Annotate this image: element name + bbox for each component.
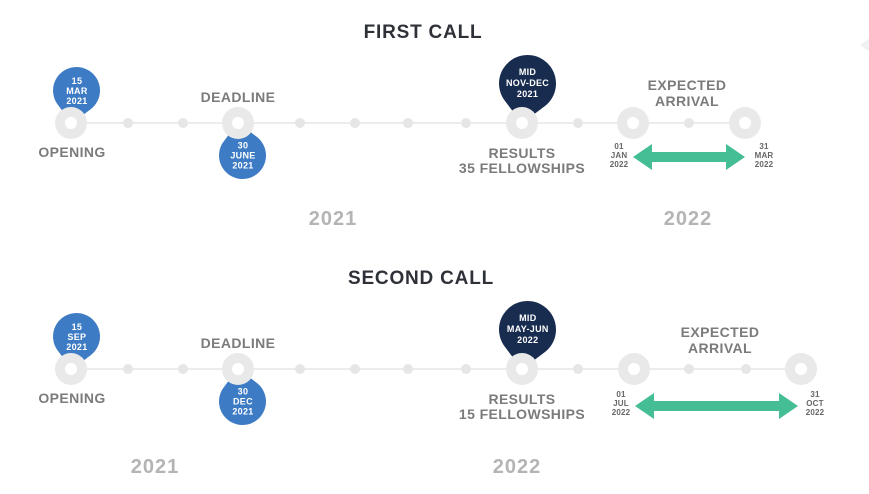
pin-line1: MID [518,313,537,323]
pin-year: 2021 [65,95,88,106]
timeline-dot [178,118,188,128]
arrow-left-head-icon [633,144,652,170]
arrow-shaft [648,152,730,162]
arrival-end-date: 31 MAR 2022 [754,142,774,169]
timeline-dot [123,364,133,374]
timeline-dot [403,364,413,374]
pin-year: 2021 [65,341,88,352]
opening-label: OPENING [38,390,106,406]
carousel-left-arrow-icon[interactable] [860,37,869,53]
pin-month: MAR [65,85,88,96]
pin-year: 2021 [231,406,254,417]
timeline-dot [178,364,188,374]
pin-year: 2021 [231,160,254,171]
deadline-label: DEADLINE [200,89,276,105]
timeline-dot [295,118,305,128]
results-title: RESULTS [488,145,556,161]
arrow-right-head-icon [779,393,798,419]
year-marker-2021: 2021 [130,456,180,478]
year-marker-2022: 2022 [492,456,542,478]
results-date-pin: MID NOV-DEC 2021 [487,43,568,124]
timeline-dot [461,118,471,128]
timeline-line [71,368,801,370]
arrival-range-arrow-icon [633,144,745,170]
timeline-dot [573,364,583,374]
pin-day: 15 [71,321,82,332]
timeline-milestone-node [55,107,87,139]
arrival-end-date: 31 OCT 2022 [805,390,825,417]
arrival-start-date: 01 JUL 2022 [611,390,631,417]
opening-date-pin: 15 SEP 2021 [43,303,110,370]
results-title: RESULTS [488,391,556,407]
arrival-range-arrow-icon [635,393,798,419]
arrival-start-date: 01 JAN 2022 [609,142,629,169]
timeline-dot [403,118,413,128]
timeline-milestone-node [729,107,761,139]
results-label: RESULTS 35 FELLOWSHIPS [459,146,585,176]
timeline-dot [350,118,360,128]
pin-day: 30 [237,140,248,151]
pin-month: DEC [232,396,253,407]
year-marker-2021: 2021 [308,208,358,230]
timeline-milestone-node [617,107,649,139]
timeline-milestone-node [222,353,254,385]
timeline-milestone-node [618,353,650,385]
results-label: RESULTS 15 FELLOWSHIPS [459,392,585,422]
pin-line2: MAY-JUN [506,324,549,334]
pin-line2: NOV-DEC [505,78,550,89]
year-marker-2022: 2022 [663,208,713,230]
pin-day: 30 [237,386,248,397]
timeline-dot [573,118,583,128]
pin-month: JUNE [229,150,256,161]
timeline-milestone-node [222,107,254,139]
timeline-milestone-node [506,353,538,385]
pin-line3: 2021 [516,89,539,100]
timeline-dot [684,118,694,128]
deadline-label: DEADLINE [200,335,276,351]
timeline-dot [461,364,471,374]
fellowships-count: 15 FELLOWSHIPS [458,406,586,422]
timeline-dot [741,364,751,374]
arrow-left-head-icon [635,393,654,419]
fellowships-count: 35 FELLOWSHIPS [458,160,586,176]
pin-line1: MID [518,67,537,78]
arrow-right-head-icon [726,144,745,170]
expected-arrival-label: EXPECTED ARRIVAL [647,77,727,109]
arrow-shaft [650,401,783,411]
pin-day: 15 [71,75,82,86]
second-call-title: SECOND CALL [347,267,495,289]
opening-label: OPENING [38,144,106,160]
timeline-dot [123,118,133,128]
first-call-title: FIRST CALL [363,21,483,43]
deadline-date-pin: 30 JUNE 2021 [209,122,276,189]
timeline-milestone-node [55,353,87,385]
timeline-milestone-node [785,353,817,385]
pin-line3: 2022 [516,335,539,345]
pin-month: SEP [67,331,86,342]
deadline-date-pin: 30 DEC 2021 [209,368,276,435]
timeline-dot [295,364,305,374]
results-date-pin: MID MAY-JUN 2022 [487,289,568,370]
timeline-milestone-node [506,107,538,139]
opening-date-pin: 15 MAR 2021 [43,57,110,124]
expected-arrival-label: EXPECTED ARRIVAL [680,324,760,356]
timeline-dot [350,364,360,374]
timeline-dot [684,364,694,374]
